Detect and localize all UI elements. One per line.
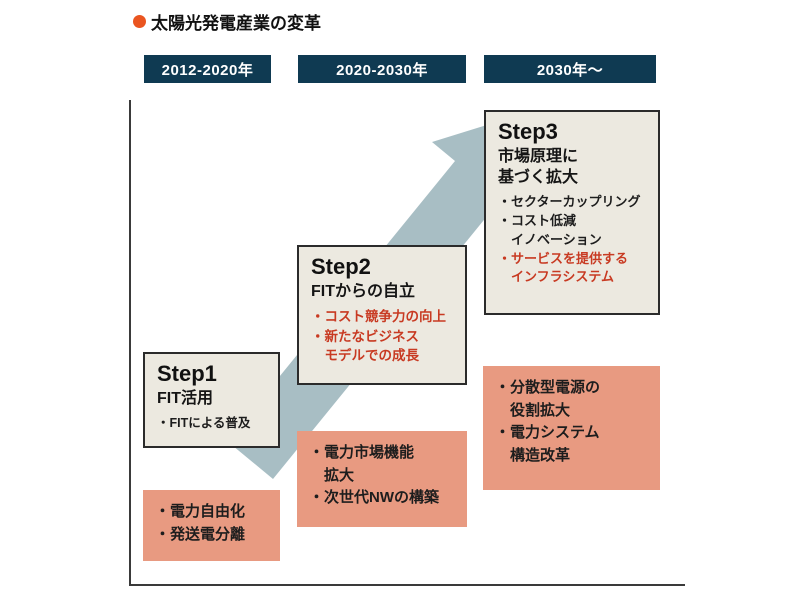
list-item-red: インフラシステム: [498, 269, 614, 285]
list-item: 拡大: [309, 466, 355, 484]
list-item: 役割拡大: [495, 401, 571, 419]
list-item-red: ・サービスを提供する: [498, 250, 629, 266]
step3-box: Step3 市場原理に 基づく拡大 ・セクターカップリング ・コスト低減 イノベ…: [484, 110, 660, 315]
axis-vertical-line: [129, 100, 131, 586]
period-header-2030-onward: 2030年〜: [484, 55, 656, 83]
infra-box-2030-onward: ・分散型電源の 役割拡大 ・電力システム 構造改革: [483, 366, 660, 490]
infra-box-2012-2020: ・電力自由化 ・発送電分離: [143, 490, 280, 561]
step3-heading-line: 市場原理に: [498, 148, 579, 166]
step2-title: Step2: [311, 254, 371, 279]
step2-box: Step2 FITからの自立 ・コスト競争力の向上 ・新たなビジネス モデルでの…: [297, 245, 467, 385]
step2-items: ・コスト競争力の向上 ・新たなビジネス モデルでの成長: [311, 307, 453, 366]
page-title: 太陽光発電産業の変革: [133, 9, 321, 34]
axis-horizontal-line: [129, 584, 685, 586]
list-item: ・電力自由化: [155, 503, 246, 520]
step1-box: Step1 FIT活用 ・FITによる普及: [143, 352, 280, 448]
list-item-red: ・コスト競争力の向上: [311, 309, 446, 325]
list-item: ・分散型電源の: [495, 379, 601, 396]
step1-heading: FIT活用: [157, 390, 213, 408]
list-item: ・電力システム: [495, 424, 600, 441]
list-item: イノベーション: [498, 231, 602, 247]
step2-heading: FITからの自立: [311, 283, 415, 301]
step3-heading: 市場原理に 基づく拡大: [498, 147, 646, 189]
list-item: ・FITによる普及: [157, 416, 251, 431]
step1-title: Step1: [157, 361, 217, 386]
step3-items: ・セクターカップリング ・コスト低減 イノベーション ・サービスを提供する イン…: [498, 193, 646, 287]
list-item: ・電力市場機能: [309, 444, 415, 461]
infra-box-2020-2030: ・電力市場機能 拡大 ・次世代NWの構築: [297, 431, 467, 527]
list-item: 構造改革: [495, 446, 571, 464]
period-header-2012-2020: 2012-2020年: [144, 55, 271, 83]
period-header-2020-2030: 2020-2030年: [298, 55, 466, 83]
title-bullet-icon: [133, 15, 146, 28]
page-title-text: 太陽光発電産業の変革: [151, 14, 321, 33]
step1-items: ・FITによる普及: [157, 414, 266, 432]
step3-heading-line: 基づく拡大: [498, 169, 579, 187]
list-item-red: ・新たなビジネス: [311, 328, 419, 344]
list-item: ・発送電分離: [155, 525, 246, 543]
list-item: ・次世代NWの構築: [309, 489, 439, 506]
list-item-red: モデルでの成長: [311, 348, 419, 364]
list-item: ・コスト低減: [498, 212, 577, 228]
list-item: ・セクターカップリング: [498, 193, 641, 209]
step3-title: Step3: [498, 119, 558, 144]
